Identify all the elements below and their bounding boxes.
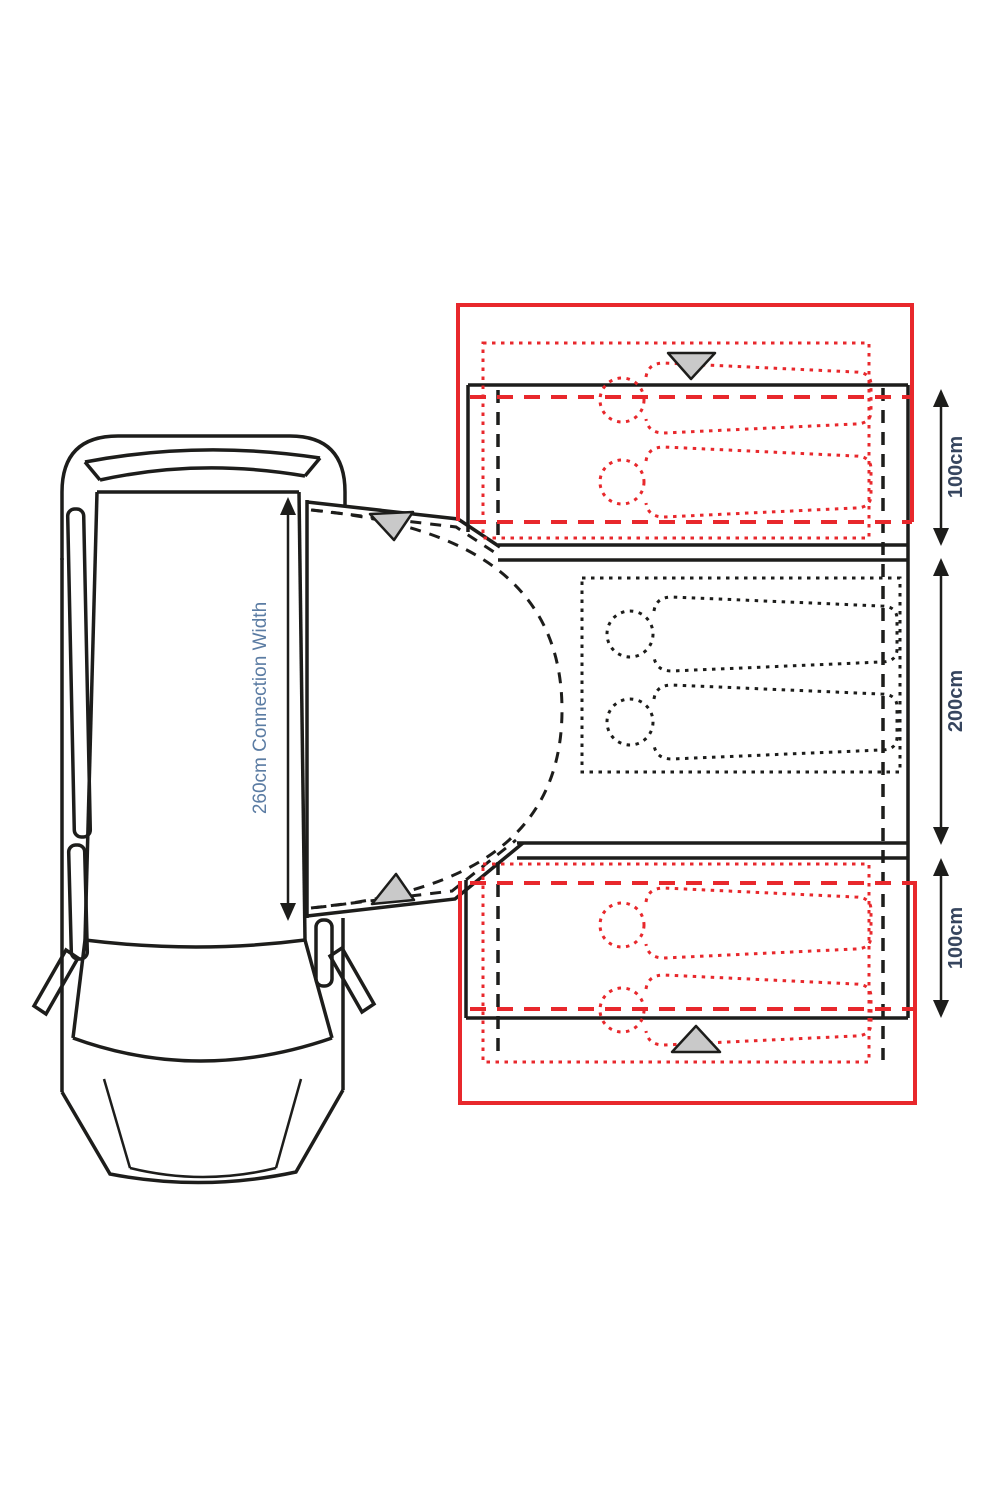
sleeper-figure: [605, 595, 899, 673]
arrow-down-icon: [280, 903, 296, 921]
tunnel-door-arc: [311, 508, 564, 910]
sleeper-body: [644, 973, 873, 1047]
rear-bedroom-depth-label: 100cm: [945, 907, 967, 969]
arrow-down-icon: [933, 827, 949, 845]
van-roof-panel: [83, 490, 307, 941]
sleeper-head: [598, 901, 646, 949]
inner-tent-dotted-outline: [481, 341, 871, 540]
van-rear-window: [83, 448, 322, 482]
rear-door-marker-icon: [670, 1024, 722, 1054]
van-bumper-inner-line: [129, 1166, 277, 1179]
living-area-depth-label: 200cm: [945, 670, 967, 732]
sleeper-head: [598, 458, 646, 506]
sleeper-body: [644, 886, 873, 960]
van-left-mirror: [31, 947, 81, 1017]
dimension-connection-width: 260cm Connection Width: [250, 497, 296, 921]
annexe-outer-red-outline: [458, 881, 917, 1105]
van-top-view: [31, 434, 377, 1185]
connection-width-label: 260cm Connection Width: [250, 602, 271, 814]
sleeper-body: [652, 683, 899, 761]
front-bedroom-annexe: [456, 303, 914, 540]
sleeper-figure: [598, 445, 873, 519]
arrow-up-icon: [933, 858, 949, 876]
dimension-living-area: 200cm: [933, 558, 967, 845]
van-right-window-strip: [314, 918, 334, 988]
sleeper-body: [644, 361, 873, 435]
arrow-up-icon: [280, 497, 296, 515]
sleeper-head: [598, 376, 646, 424]
sleeper-head: [605, 609, 655, 659]
van-left-front-window-strip: [66, 843, 90, 961]
van-windshield: [71, 938, 334, 1063]
sleeper-body: [652, 595, 899, 673]
arrow-down-icon: [933, 1000, 949, 1018]
awning-footprint: [464, 383, 910, 1060]
sleeper-figure: [598, 886, 873, 960]
van-left-window-strip: [65, 507, 93, 839]
living-area-groundsheet: [580, 576, 902, 774]
van-right-mirror: [327, 945, 377, 1015]
connection-tunnel: [305, 500, 564, 918]
rear-bedroom-annexe: [458, 862, 917, 1105]
arrow-down-icon: [933, 528, 949, 546]
annexe-outer-red-outline: [456, 303, 914, 522]
sleeper-figure: [605, 683, 899, 761]
dimension-rear-bedroom: 100cm: [933, 858, 967, 1018]
van-front-bumper: [60, 1089, 345, 1185]
front-bedroom-depth-label: 100cm: [945, 436, 967, 498]
tunnel-bottom-edge: [306, 841, 525, 918]
front-door-marker-icon: [666, 351, 717, 381]
sleeper-head: [598, 986, 646, 1034]
van-hood-lines: [102, 1078, 303, 1169]
arrow-up-icon: [933, 558, 949, 576]
dimension-front-bedroom: 100cm: [933, 389, 967, 546]
sleeper-head: [605, 697, 655, 747]
tunnel-top-door-marker-icon: [368, 510, 415, 542]
van-body-outline: [60, 434, 347, 560]
arrow-up-icon: [933, 389, 949, 407]
sleeper-figure: [598, 973, 873, 1047]
tunnel-bottom-door-marker-icon: [370, 872, 416, 906]
sleeper-figure: [598, 361, 873, 435]
inner-tent-dotted-outline: [481, 862, 871, 1064]
living-area: [580, 576, 902, 774]
sleeper-body: [644, 445, 873, 519]
